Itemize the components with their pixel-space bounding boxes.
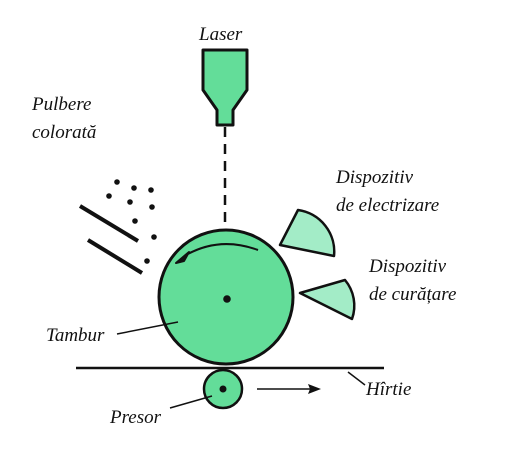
toner-particles [106, 179, 157, 264]
label-hartie: Hîrtie [365, 379, 411, 400]
electrification-device [278, 208, 336, 258]
laser-head [201, 48, 249, 127]
label-electrizare-line2: de electrizare [336, 195, 439, 216]
paper-direction-arrowhead [308, 384, 321, 394]
label-curatare-line1: Dispozitiv [368, 256, 447, 277]
hartie-leader [347, 371, 366, 386]
label-tambur: Tambur [46, 325, 105, 346]
presor-leader [169, 395, 213, 409]
label-pulbere-line1: Pulbere [31, 94, 91, 115]
label-laser: Laser [198, 24, 243, 45]
label-electrizare-line1: Dispozitiv [335, 167, 414, 188]
drum-rotation-arrow [185, 243, 259, 256]
toner-blade-upper [78, 204, 140, 243]
label-pulbere-line2: colorată [32, 122, 96, 143]
tambur-leader [116, 321, 179, 335]
label-curatare-line2: de curățare [369, 284, 456, 305]
label-presor: Presor [109, 407, 162, 428]
drum-rotation-arrowhead [175, 251, 190, 264]
drum-axle [223, 295, 231, 303]
cleaning-device [298, 278, 356, 321]
press-roller-axle [219, 385, 227, 393]
toner-blade-lower [86, 238, 144, 275]
